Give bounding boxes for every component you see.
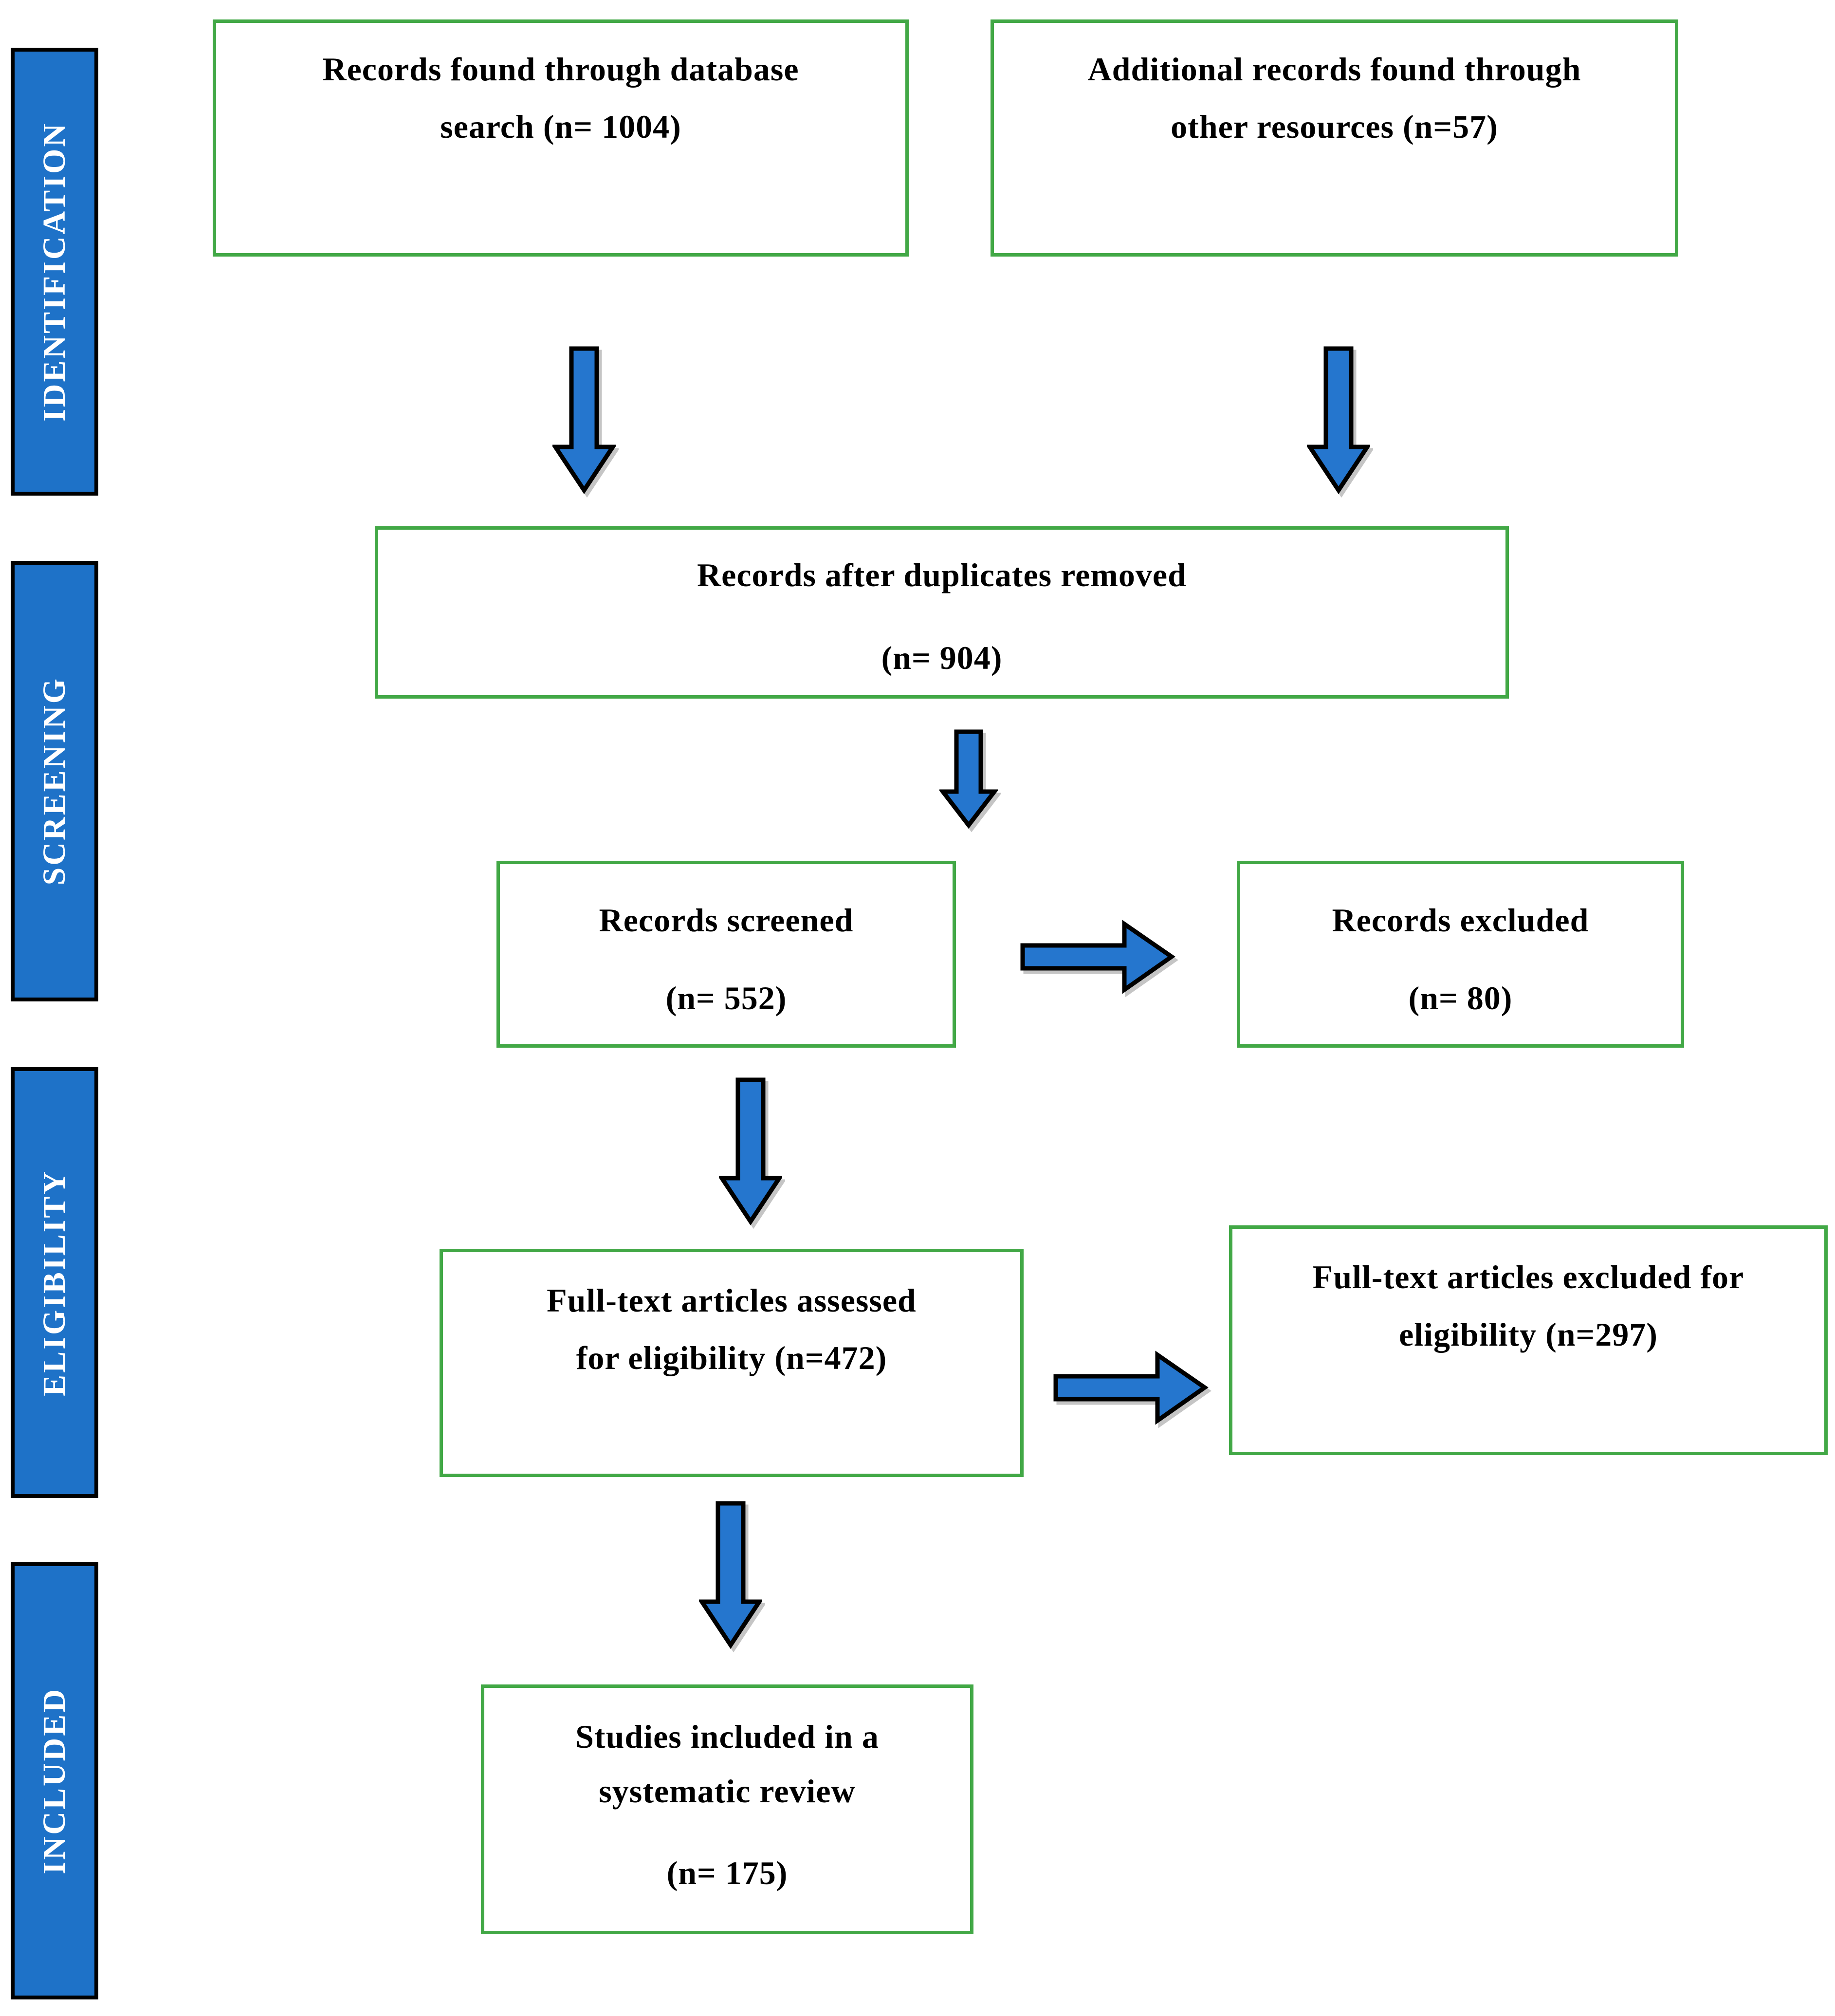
box-fulltext-excluded: Full-text articles excluded for eligibil… — [1229, 1225, 1828, 1455]
box-records-screened-count: (n= 552) — [665, 980, 787, 1017]
box-studies-included: Studies included in a systematic review … — [481, 1684, 973, 1934]
box-records-excluded-count: (n= 80) — [1408, 980, 1513, 1017]
stage-label-eligibility: ELIGIBILITY — [37, 1169, 72, 1396]
box-fulltext-assessed-line1: Full-text articles assessed — [547, 1282, 917, 1319]
arrow-down-icon — [552, 346, 616, 494]
box-fulltext-excluded-line1: Full-text articles excluded for — [1312, 1258, 1744, 1295]
box-studies-included-line1: Studies included in a — [575, 1718, 879, 1755]
box-studies-included-count: (n= 175) — [666, 1854, 788, 1891]
arrow-down-icon — [699, 1501, 762, 1649]
box-records-found-line1: Records found through database — [322, 51, 799, 88]
stage-bar-screening: SCREENING — [11, 561, 98, 1001]
box-records-excluded-line1: Records excluded — [1332, 902, 1589, 939]
box-duplicates-removed-line1: Records after duplicates removed — [697, 556, 1187, 593]
box-additional-records-line2: other resources (n=57) — [1171, 108, 1498, 145]
arrow-right-icon — [1020, 920, 1175, 994]
arrow-down-icon — [719, 1077, 782, 1225]
box-records-found: Records found through database search (n… — [213, 19, 909, 257]
box-additional-records: Additional records found through other r… — [991, 19, 1678, 257]
box-records-found-line2: search (n= 1004) — [440, 108, 681, 145]
box-studies-included-line2: systematic review — [599, 1773, 856, 1810]
stage-label-screening: SCREENING — [37, 677, 72, 886]
stage-bar-included: INCLUDED — [11, 1562, 98, 1999]
box-records-excluded: Records excluded (n= 80) — [1237, 861, 1684, 1048]
arrow-down-icon — [939, 729, 998, 829]
box-fulltext-assessed-line2: for eligibility (n=472) — [576, 1339, 887, 1376]
box-records-screened: Records screened (n= 552) — [496, 861, 956, 1048]
box-duplicates-removed-count: (n= 904) — [881, 639, 1003, 676]
box-additional-records-line1: Additional records found through — [1087, 51, 1581, 88]
stage-label-identification: IDENTIFICATION — [37, 122, 72, 422]
box-fulltext-assessed: Full-text articles assessed for eligibil… — [440, 1249, 1024, 1477]
box-duplicates-removed: Records after duplicates removed (n= 904… — [375, 526, 1509, 699]
box-records-screened-line1: Records screened — [599, 902, 854, 939]
stage-bar-identification: IDENTIFICATION — [11, 48, 98, 496]
stage-label-included: INCLUDED — [37, 1687, 72, 1875]
box-fulltext-excluded-line2: eligibility (n=297) — [1399, 1316, 1658, 1353]
arrow-right-icon — [1053, 1350, 1209, 1425]
stage-bar-eligibility: ELIGIBILITY — [11, 1067, 98, 1498]
arrow-down-icon — [1307, 346, 1370, 494]
